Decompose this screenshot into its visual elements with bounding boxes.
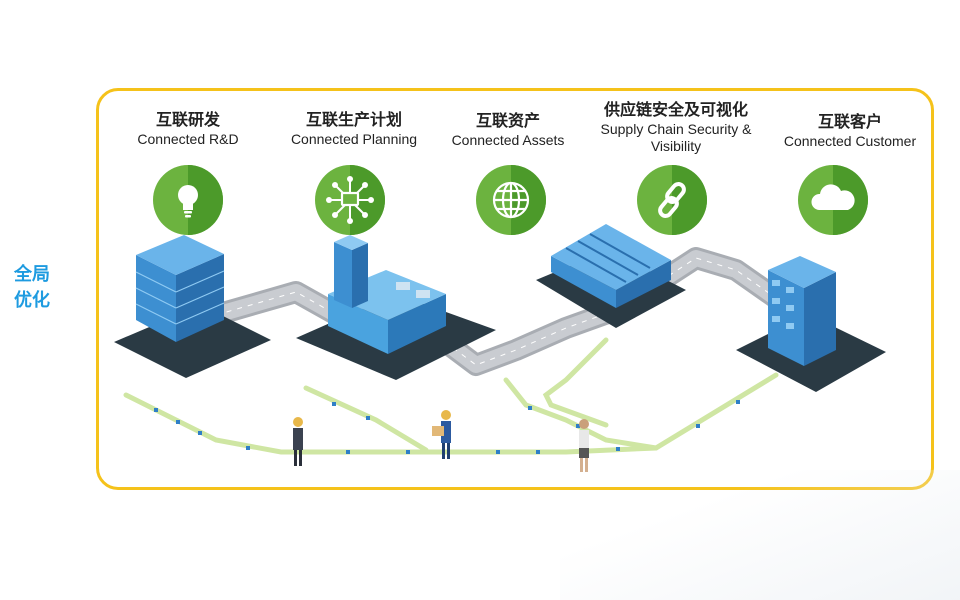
globe-icon xyxy=(476,165,546,235)
chain-link-icon xyxy=(637,165,707,235)
column-connected-customer: 互联客户 Connected Customer xyxy=(760,112,940,150)
column-title-en: Connected R&D xyxy=(137,131,239,147)
global-optimization-label: 全局 优化 xyxy=(14,262,50,314)
column-title-en: Connected Customer xyxy=(783,133,917,149)
column-connected-rd: 互联研发 Connected R&D xyxy=(98,110,278,148)
connected-frame xyxy=(96,88,934,490)
column-title-en: Supply Chain Security & Visibility xyxy=(600,121,752,154)
worker-figure-1 xyxy=(293,417,303,466)
column-connected-assets: 互联资产 Connected Assets xyxy=(418,111,598,149)
column-title-zh: 互联资产 xyxy=(475,111,540,130)
column-title-zh: 互联研发 xyxy=(155,110,220,129)
cloud-icon xyxy=(798,165,868,235)
customer-tower-building xyxy=(736,256,886,392)
connected-supply-chain-illustration xyxy=(114,224,886,472)
column-title-en: Connected Assets xyxy=(451,132,565,148)
rd-office-building xyxy=(114,235,271,378)
data-paths xyxy=(123,337,779,455)
worker-figure-2 xyxy=(432,410,451,459)
column-title-zh: 互联生产计划 xyxy=(305,110,402,129)
side-label-line-2: 优化 xyxy=(14,290,50,311)
column-title-zh: 互联客户 xyxy=(817,112,882,131)
column-title-zh: 供应链安全及可视化 xyxy=(603,100,748,119)
column-supply-chain: 供应链安全及可视化 Supply Chain Security & Visibi… xyxy=(586,100,766,155)
column-connected-planning: 互联生产计划 Connected Planning xyxy=(264,110,444,148)
worker-figure-3 xyxy=(579,419,589,472)
planning-factory-building xyxy=(296,235,496,380)
side-label-line-1: 全局 xyxy=(14,264,50,285)
assets-warehouse-building xyxy=(536,224,686,328)
column-title-en: Connected Planning xyxy=(290,131,418,147)
data-path-markers xyxy=(154,400,740,454)
network-hub-icon xyxy=(315,165,385,235)
lightbulb-icon xyxy=(153,165,223,235)
road-network xyxy=(212,247,793,376)
